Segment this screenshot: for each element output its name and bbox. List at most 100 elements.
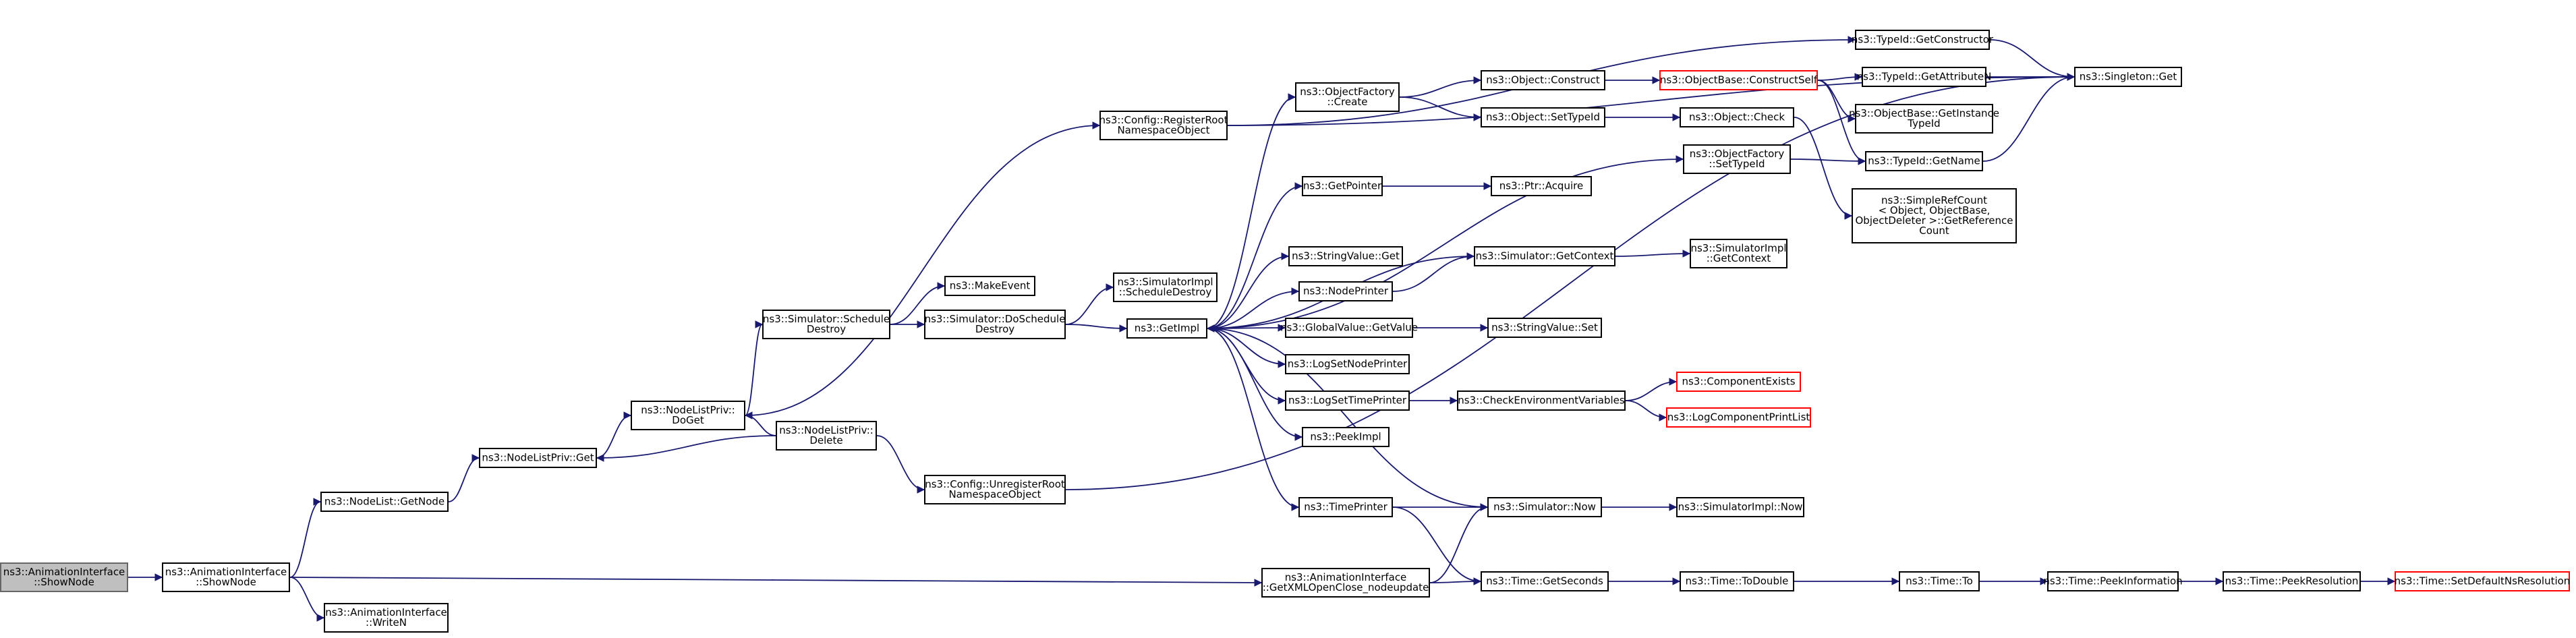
node-label: DoGet — [672, 414, 704, 426]
edge-sim_do_schedule_destroy-to-getimpl — [1065, 324, 1127, 329]
node-logsettimeprinter[interactable]: ns3::LogSetTimePrinter — [1285, 390, 1410, 411]
node-nlp_delete[interactable]: ns3::NodeListPriv::Delete — [776, 421, 877, 451]
edge-nl_getnode-to-nlp_get — [448, 457, 480, 502]
node-nodeprinter[interactable]: ns3::NodePrinter — [1298, 281, 1393, 301]
node-getimpl[interactable]: ns3::GetImpl — [1126, 318, 1207, 339]
node-box — [1680, 107, 1794, 127]
node-label: ns3::ObjectBase::ConstructSelf — [1660, 74, 1818, 86]
node-time_peekinformation[interactable]: ns3::Time::PeekInformation — [2043, 571, 2183, 591]
node-label: ns3::AnimationInterface — [165, 566, 287, 578]
node-label: ::SetTypeId — [1709, 158, 1765, 170]
edge-ai_getxml-to-time_getseconds — [1429, 581, 1481, 583]
node-typeid_getattributen[interactable]: ns3::TypeId::GetAttributeN — [1857, 67, 1992, 87]
node-box — [944, 276, 1035, 296]
node-box — [1288, 246, 1403, 266]
arrowhead-ai_getxml-to-sim_now — [1480, 503, 1489, 511]
node-ai_writen[interactable]: ns3::AnimationInterface::WriteN — [324, 603, 449, 633]
node-label: ::WriteN — [366, 616, 407, 629]
node-label: ns3::ObjectFactory — [1690, 148, 1785, 160]
arrowhead-objbase_constructself-to-typeid_getattributen — [1854, 73, 1863, 81]
node-label: ::GetContext — [1707, 252, 1771, 264]
node-typeid_getname[interactable]: ns3::TypeId::GetName — [1865, 151, 1983, 171]
node-timeprinter[interactable]: ns3::TimePrinter — [1298, 497, 1393, 517]
arrowhead-getimpl-to-objfactory_create — [1288, 93, 1296, 101]
node-logcomp_printlist[interactable]: ns3::LogComponentPrintList — [1666, 407, 1811, 428]
node-nl_getnode[interactable]: ns3::NodeList::GetNode — [320, 492, 449, 512]
node-nlp_get[interactable]: ns3::NodeListPriv::Get — [479, 448, 597, 468]
arrowhead-ai_shownode-to-ai_getxml — [1254, 579, 1263, 587]
node-root[interactable]: ns3::AnimationInterface::ShowNode — [0, 562, 128, 592]
arrowhead-objbase_constructself-to-objbase_getinstancetypeid — [1848, 115, 1856, 123]
node-stringvalue_get[interactable]: ns3::StringValue::Get — [1288, 246, 1403, 266]
arrowhead-obj_settypeid-to-obj_check — [1672, 113, 1681, 121]
node-cfg_unregister[interactable]: ns3::Config::UnregisterRootNamespaceObje… — [924, 475, 1066, 504]
node-sim_getcontext[interactable]: ns3::Simulator::GetContext — [1474, 246, 1615, 266]
node-logsetnodeprinter[interactable]: ns3::LogSetNodePrinter — [1285, 354, 1410, 374]
node-simimpl_getcontext[interactable]: ns3::SimulatorImpl::GetContext — [1690, 239, 1787, 268]
arrowhead-getimpl-to-peekimpl — [1294, 433, 1303, 441]
node-make_event[interactable]: ns3::MakeEvent — [944, 276, 1035, 296]
node-globalvalue_getvalue[interactable]: ns3::GlobalValue::GetValue — [1280, 318, 1418, 338]
node-objfactory_create[interactable]: ns3::ObjectFactory::Create — [1295, 82, 1400, 112]
node-label: ns3::SimulatorImpl — [1690, 242, 1786, 254]
node-obj_settypeid[interactable]: ns3::Object::SetTypeId — [1481, 107, 1605, 127]
node-label: ns3::Config::UnregisterRoot — [925, 478, 1065, 490]
node-getpointer[interactable]: ns3::GetPointer — [1302, 176, 1383, 196]
arrowhead-getpointer-to-ptr_acquire — [1483, 182, 1492, 190]
node-time_setdefaultnsres[interactable]: ns3::Time::SetDefaultNsResolution — [2395, 571, 2571, 591]
edge-nlp_delete-to-cfg_unregister — [876, 435, 925, 490]
node-ai_shownode[interactable]: ns3::AnimationInterface::ShowNode — [162, 562, 290, 592]
node-label: ns3::NodeListPriv:: — [779, 424, 874, 436]
edge-nlp_doget-to-cfg_register — [745, 125, 1100, 416]
node-component_exists[interactable]: ns3::ComponentExists — [1676, 372, 1801, 392]
node-obj_check[interactable]: ns3::Object::Check — [1680, 107, 1794, 127]
node-objbase_constructself[interactable]: ns3::ObjectBase::ConstructSelf — [1659, 70, 1818, 90]
node-time_todouble[interactable]: ns3::Time::ToDouble — [1680, 571, 1794, 591]
arrowhead-sim_now-to-simimpl_now — [1669, 503, 1678, 511]
arrowhead-time_peekinformation-to-time_peekresolution — [2215, 577, 2224, 585]
edge-ai_shownode-to-ai_getxml — [289, 577, 1262, 583]
node-label: Destroy — [975, 323, 1014, 335]
node-box — [1302, 427, 1390, 447]
node-time_peekresolution[interactable]: ns3::Time::PeekResolution — [2223, 571, 2361, 591]
node-sim_now[interactable]: ns3::Simulator::Now — [1487, 497, 1602, 517]
node-box — [1474, 246, 1615, 266]
node-sim_schedule_destroy[interactable]: ns3::Simulator::ScheduleDestroy — [762, 310, 890, 339]
nodes-layer: ns3::AnimationInterface::ShowNodens3::An… — [0, 30, 2571, 633]
node-time_getseconds[interactable]: ns3::Time::GetSeconds — [1481, 571, 1609, 591]
node-nlp_doget[interactable]: ns3::NodeListPriv::DoGet — [631, 401, 745, 430]
node-box — [1666, 407, 1811, 428]
node-simimpl_schedule_destroy[interactable]: ns3::SimulatorImpl::ScheduleDestroy — [1113, 272, 1218, 302]
node-singleton_get[interactable]: ns3::Singleton::Get — [2074, 67, 2182, 87]
node-label: ns3::Config::RegisterRoot — [1099, 114, 1228, 126]
node-typeid_getconstructor[interactable]: ns3::TypeId::GetConstructor — [1852, 30, 1994, 50]
arrowhead-getimpl-to-stringvalue_get — [1281, 252, 1290, 260]
node-obj_construct[interactable]: ns3::Object::Construct — [1481, 70, 1605, 90]
node-peekimpl[interactable]: ns3::PeekImpl — [1302, 427, 1390, 447]
node-ai_getxml[interactable]: ns3::AnimationInterface::GetXMLOpenClose… — [1261, 568, 1430, 598]
node-box — [1487, 318, 1602, 338]
node-label: Delete — [809, 434, 842, 446]
node-box — [1683, 144, 1791, 174]
node-stringvalue_set[interactable]: ns3::StringValue::Set — [1487, 318, 1602, 338]
node-simimpl_now[interactable]: ns3::SimulatorImpl::Now — [1676, 497, 1804, 517]
node-box — [1295, 82, 1400, 112]
node-objfactory_settypeid[interactable]: ns3::ObjectFactory::SetTypeId — [1683, 144, 1791, 174]
node-simplerefcount[interactable]: ns3::SimpleRefCount< Object, ObjectBase,… — [1852, 188, 2017, 243]
node-ptr_acquire[interactable]: ns3::Ptr::Acquire — [1491, 176, 1592, 196]
node-label: ns3::Object::SetTypeId — [1486, 111, 1600, 123]
node-label: Count — [1919, 225, 1949, 237]
node-check_env[interactable]: ns3::CheckEnvironmentVariables — [1457, 390, 1626, 411]
node-label: ns3::SimulatorImpl — [1117, 276, 1213, 288]
node-box — [762, 310, 890, 339]
arrowhead-getimpl-to-nodeprinter — [1291, 287, 1300, 295]
arrowhead-sim_schedule_destroy-to-sim_do_schedule_destroy — [917, 320, 925, 328]
edge-nodeprinter-to-sim_getcontext — [1392, 256, 1475, 292]
node-label: ::Create — [1327, 96, 1368, 108]
node-label: ns3::GlobalValue::GetValue — [1280, 322, 1418, 334]
node-time_to[interactable]: ns3::Time::To — [1899, 571, 1980, 591]
edge-typeid_getconstructor-to-singleton_get — [1989, 39, 2075, 78]
